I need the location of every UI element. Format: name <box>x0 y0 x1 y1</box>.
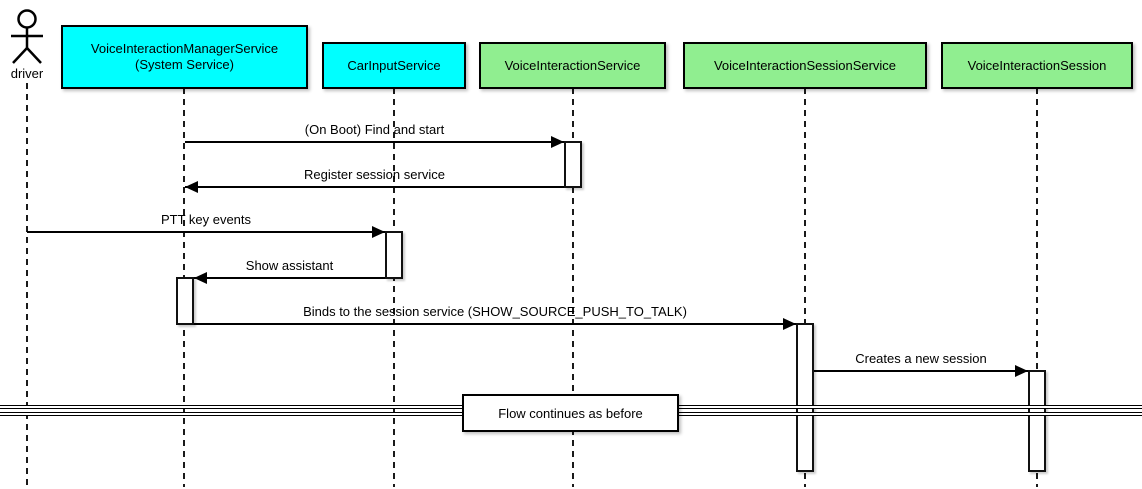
activation-voiceinteractionservice <box>564 141 582 188</box>
message-on-boot-find-and-start-label: (On Boot) Find and start <box>304 122 445 137</box>
activation-voiceinteractionmanagerservice <box>176 277 194 325</box>
activation-voiceinteractionsessionservice <box>796 323 814 472</box>
participant-label: CarInputService <box>347 57 441 73</box>
arrowhead-right-icon <box>372 226 385 238</box>
arrowhead-left-icon <box>185 181 198 193</box>
participant-sublabel: (System Service) <box>135 57 234 72</box>
message-creates-new-session-line <box>814 370 1028 372</box>
arrowhead-right-icon <box>783 318 796 330</box>
participant-voiceinteractionsessionservice: VoiceInteractionSessionService <box>683 42 927 89</box>
lifeline-driver <box>26 83 28 487</box>
lifeline-voiceinteractionservice <box>572 88 574 487</box>
message-ptt-key-events-label: PTT key events <box>160 212 252 227</box>
participant-voiceinteractionsession: VoiceInteractionSession <box>941 42 1133 89</box>
actor-driver-icon <box>11 9 43 64</box>
activation-carinputservice <box>385 231 403 279</box>
message-creates-new-session-label: Creates a new session <box>855 351 987 366</box>
divider-box: Flow continues as before <box>462 394 679 432</box>
participant-label: VoiceInteractionService <box>504 57 641 73</box>
lifeline-carinputservice <box>393 88 395 487</box>
arrowhead-right-icon <box>1015 365 1028 377</box>
lifeline-voiceinteractionsessionservice <box>804 88 806 487</box>
message-show-assistant-line <box>194 277 385 279</box>
message-ptt-key-events-line <box>27 231 385 233</box>
participant-label: VoiceInteractionSession <box>967 57 1107 73</box>
arrowhead-left-icon <box>194 272 207 284</box>
lifeline-voiceinteractionsession <box>1036 88 1038 487</box>
message-on-boot-find-and-start-line <box>185 141 564 143</box>
message-binds-to-session-service-label: Binds to the session service (SHOW_SOURC… <box>303 304 687 319</box>
message-show-assistant-label: Show assistant <box>245 258 334 273</box>
participant-label: VoiceInteractionSessionService <box>713 57 897 73</box>
participant-voiceinteractionservice: VoiceInteractionService <box>479 42 666 89</box>
actor-driver-label: driver <box>10 66 44 81</box>
arrowhead-right-icon <box>551 136 564 148</box>
message-register-session-service-label: Register session service <box>304 167 445 182</box>
message-binds-to-session-service-line <box>194 323 796 325</box>
divider-label: Flow continues as before <box>498 405 643 421</box>
activation-voiceinteractionsession <box>1028 370 1046 472</box>
message-register-session-service-line <box>185 186 564 188</box>
participant-label: VoiceInteractionManagerService <box>90 41 279 56</box>
participant-voiceinteractionmanagerservice: VoiceInteractionManagerService (System S… <box>61 25 308 89</box>
participant-carinputservice: CarInputService <box>322 42 466 89</box>
